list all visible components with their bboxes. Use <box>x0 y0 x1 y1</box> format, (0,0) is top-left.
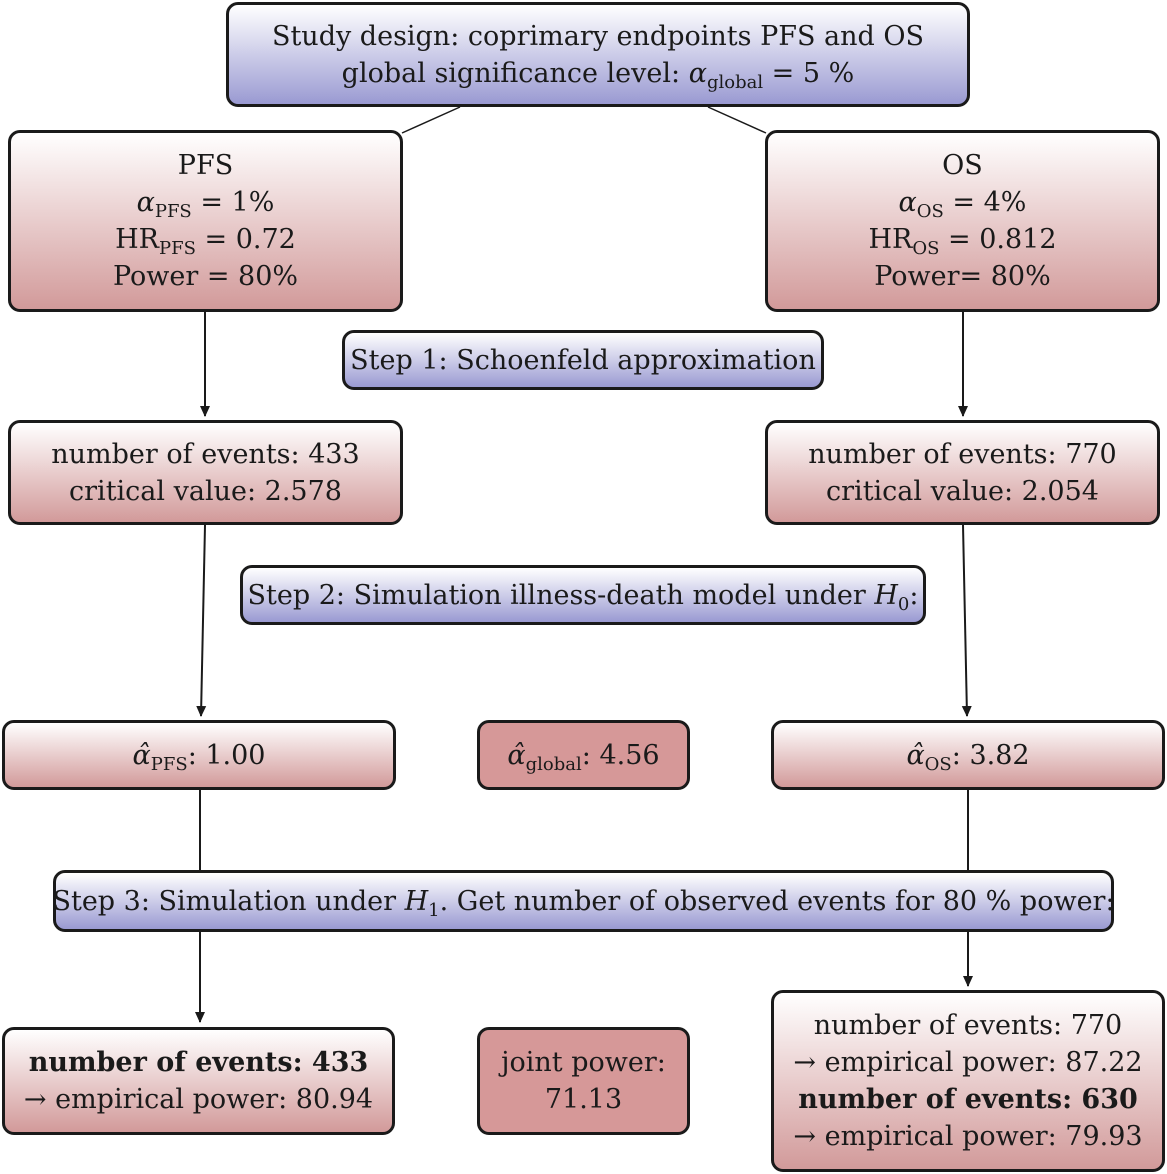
pfs-title: PFS <box>177 150 234 181</box>
design-to-os-line <box>707 106 767 134</box>
pfs-events: number of events: 433 <box>51 438 360 470</box>
pfs-step1-result-box: number of events: 433 critical value: 2.… <box>8 420 403 525</box>
os-final-power-1: → empirical power: 87.22 <box>793 1047 1143 1078</box>
os-alpha-hat: α̂OS: 3.82 <box>906 739 1030 775</box>
pfs-hr: HRPFS = 0.72 <box>115 224 296 259</box>
step3-label: Step 3: Simulation under H1. Get number … <box>52 885 1115 921</box>
os-endpoint-box: OS αOS = 4% HROS = 0.812 Power= 80% <box>765 130 1160 312</box>
pfs-endpoint-box: PFS αPFS = 1% HRPFS = 0.72 Power = 80% <box>8 130 403 312</box>
step2-label: Step 2: Simulation illness-death model u… <box>247 579 919 615</box>
pfs-alpha: αPFS = 1% <box>136 187 275 222</box>
step1-label: Step 1: Schoenfeld approximation <box>350 344 816 376</box>
joint-power-value: 71.13 <box>544 1084 623 1115</box>
os-step1-result-box: number of events: 770 critical value: 2.… <box>765 420 1160 525</box>
step2-box: Step 2: Simulation illness-death model u… <box>240 565 926 625</box>
pfs-final-result-box: number of events: 433 → empirical power:… <box>2 1027 395 1135</box>
global-alpha-hat: α̂global: 4.56 <box>507 739 660 775</box>
study-design-line-1: Study design: coprimary endpoints PFS an… <box>271 20 925 52</box>
step1-box: Step 1: Schoenfeld approximation <box>342 330 824 390</box>
design-to-pfs-line <box>401 106 461 134</box>
os-arrow-2 <box>961 524 972 717</box>
study-design-box: Study design: coprimary endpoints PFS an… <box>226 2 970 107</box>
os-title: OS <box>942 150 983 181</box>
pfs-power: Power = 80% <box>112 261 299 292</box>
os-final-result-box: number of events: 770 → empirical power:… <box>771 990 1165 1172</box>
pfs-final-power: → empirical power: 80.94 <box>23 1084 374 1115</box>
os-events: number of events: 770 <box>808 438 1117 470</box>
os-final-events-1: number of events: 770 <box>813 1010 1123 1041</box>
pfs-alpha-hat-box: α̂PFS: 1.00 <box>2 720 396 790</box>
global-alpha-hat-box: α̂global: 4.56 <box>477 720 690 790</box>
os-final-events-2: number of events: 630 <box>798 1084 1138 1115</box>
os-alpha-hat-box: α̂OS: 3.82 <box>771 720 1165 790</box>
joint-power-box: joint power: 71.13 <box>477 1027 690 1135</box>
os-final-power-2: → empirical power: 79.93 <box>793 1121 1143 1152</box>
os-hr: HROS = 0.812 <box>868 224 1057 259</box>
os-critical-value: critical value: 2.054 <box>826 475 1099 507</box>
pfs-critical-value: critical value: 2.578 <box>69 475 342 507</box>
pfs-final-events: number of events: 433 <box>28 1047 369 1078</box>
study-design-line-2: global significance level: αglobal = 5 % <box>341 57 855 93</box>
joint-power-label: joint power: <box>501 1047 666 1078</box>
os-alpha: αOS = 4% <box>898 187 1027 222</box>
os-power: Power= 80% <box>874 261 1051 292</box>
step3-box: Step 3: Simulation under H1. Get number … <box>52 870 1115 932</box>
pfs-alpha-hat: α̂PFS: 1.00 <box>132 739 266 775</box>
pfs-arrow-2 <box>196 524 207 717</box>
